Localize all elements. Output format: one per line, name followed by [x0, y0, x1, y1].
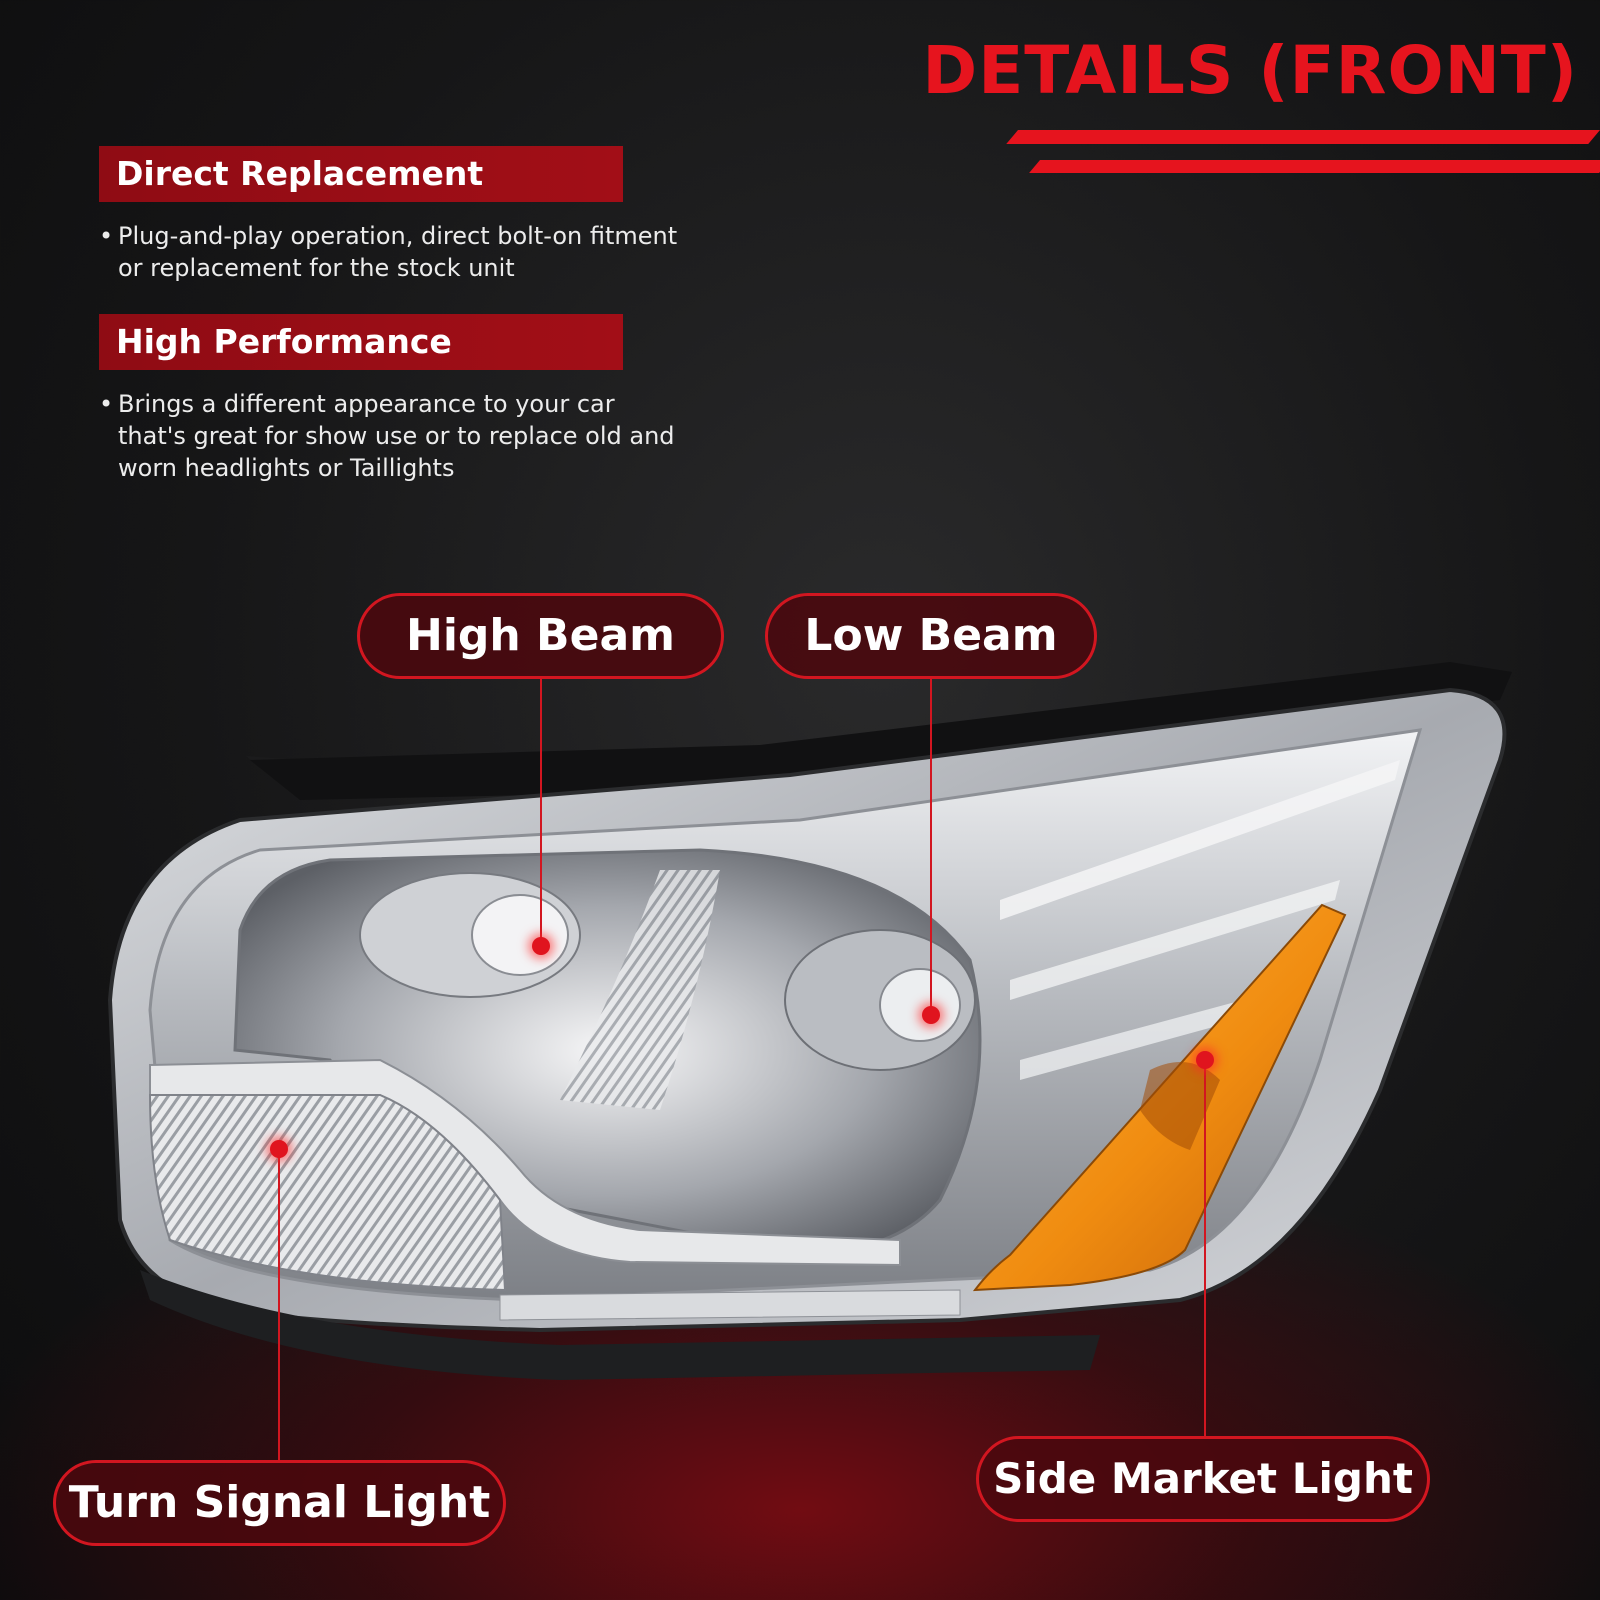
turn-signal-callout: Turn Signal Light — [53, 1460, 506, 1546]
feature-bullet: • Plug-and-play operation, direct bolt-o… — [99, 220, 678, 284]
feature-high-performance: High Performance • Brings a different ap… — [99, 314, 679, 484]
headlight-body — [107, 662, 1512, 1380]
bullet-dot-icon: • — [99, 222, 114, 250]
side-marker-marker-icon — [1196, 1051, 1214, 1069]
feature-heading: Direct Replacement — [99, 146, 623, 202]
low-beam-marker-icon — [922, 1006, 940, 1024]
side-marker-callout: Side Market Light — [976, 1436, 1430, 1522]
side-marker-leader-line — [1204, 1059, 1206, 1436]
high-beam-marker-icon — [532, 937, 550, 955]
turn-signal-marker-icon — [270, 1140, 288, 1158]
low-beam-leader-line — [930, 679, 932, 1014]
turn-signal-leader-line — [278, 1148, 280, 1460]
page-title: DETAILS (FRONT) — [922, 32, 1578, 109]
feature-direct-replacement: Direct Replacement • Plug-and-play opera… — [99, 146, 679, 284]
high-beam-callout: High Beam — [357, 593, 724, 679]
bullet-dot-icon: • — [99, 390, 114, 418]
feature-bullet-text: Plug-and-play operation, direct bolt-on … — [118, 222, 678, 282]
feature-heading: High Performance — [99, 314, 623, 370]
feature-bullet-text: Brings a different appearance to your ca… — [118, 390, 675, 482]
low-beam-callout: Low Beam — [765, 593, 1097, 679]
feature-bullet: • Brings a different appearance to your … — [99, 388, 678, 484]
high-beam-leader-line — [540, 679, 542, 943]
